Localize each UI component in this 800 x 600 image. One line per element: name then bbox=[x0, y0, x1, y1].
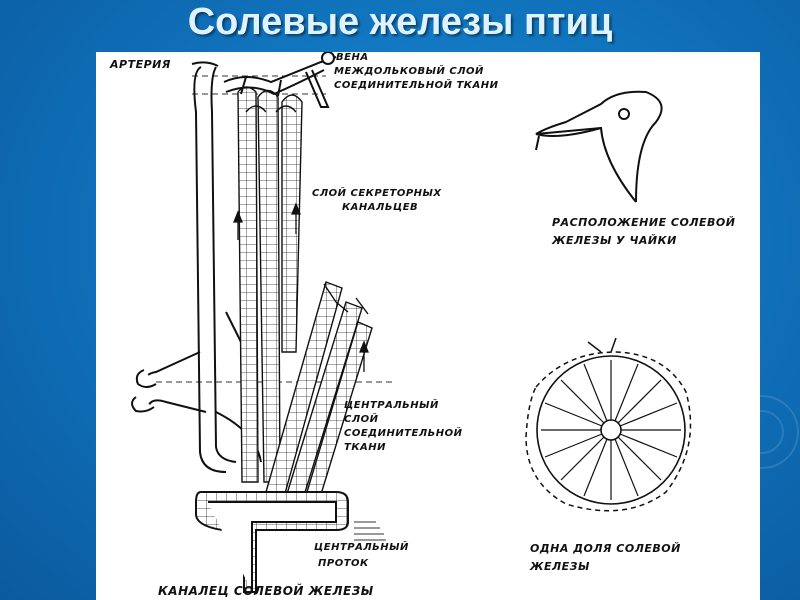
label-gull-1: РАСПОЛОЖЕНИЕ СОЛЕВОЙ bbox=[552, 216, 736, 229]
label-bottom-caption: КАНАЛЕЦ СОЛЕВОЙ ЖЕЛЕЗЫ bbox=[158, 584, 374, 598]
label-vein: ВЕНА bbox=[336, 52, 369, 63]
diagram-panel: АРТЕРИЯ ВЕНА МЕЖДОЛЬКОВЫЙ СЛОЙ СОЕДИНИТЕ… bbox=[96, 52, 760, 600]
label-central-duct-2: ПРОТОК bbox=[318, 558, 369, 569]
duct-hatching bbox=[354, 521, 386, 541]
side-branch bbox=[131, 369, 157, 413]
label-gull-2: ЖЕЛЕЗЫ У ЧАЙКИ bbox=[552, 234, 677, 247]
label-central-layer-4: ТКАНИ bbox=[344, 442, 386, 453]
label-secretory-1: СЛОЙ СЕКРЕТОРНЫХ bbox=[312, 188, 442, 199]
label-lobe-1: ОДНА ДОЛЯ СОЛЕВОЙ bbox=[530, 542, 681, 555]
flow-arrows bbox=[233, 202, 369, 372]
gland-lobe-illustration bbox=[525, 337, 692, 512]
label-secretory-2: КАНАЛЬЦЕВ bbox=[342, 202, 419, 213]
label-central-layer-2: СЛОЙ bbox=[344, 414, 379, 425]
top-vessel-network bbox=[223, 52, 337, 108]
label-interlobular-2: СОЕДИНИТЕЛЬНОЙ ТКАНИ bbox=[334, 80, 499, 91]
label-central-layer-1: ЦЕНТРАЛЬНЫЙ bbox=[344, 400, 439, 411]
label-central-duct-1: ЦЕНТРАЛЬНЫЙ bbox=[314, 542, 409, 553]
label-central-layer-3: СОЕДИНИТЕЛЬНОЙ bbox=[344, 428, 463, 439]
slide-title: Солевые железы птиц bbox=[187, 1, 613, 43]
label-artery: АРТЕРИЯ bbox=[110, 58, 171, 71]
label-interlobular-1: МЕЖДОЛЬКОВЫЙ СЛОЙ bbox=[334, 66, 484, 77]
central-duct bbox=[195, 491, 349, 593]
branching-lobe bbox=[265, 281, 373, 505]
gull-head-illustration bbox=[535, 90, 663, 203]
label-lobe-2: ЖЕЛЕЗЫ bbox=[530, 560, 590, 573]
salt-gland-diagram bbox=[131, 52, 692, 593]
